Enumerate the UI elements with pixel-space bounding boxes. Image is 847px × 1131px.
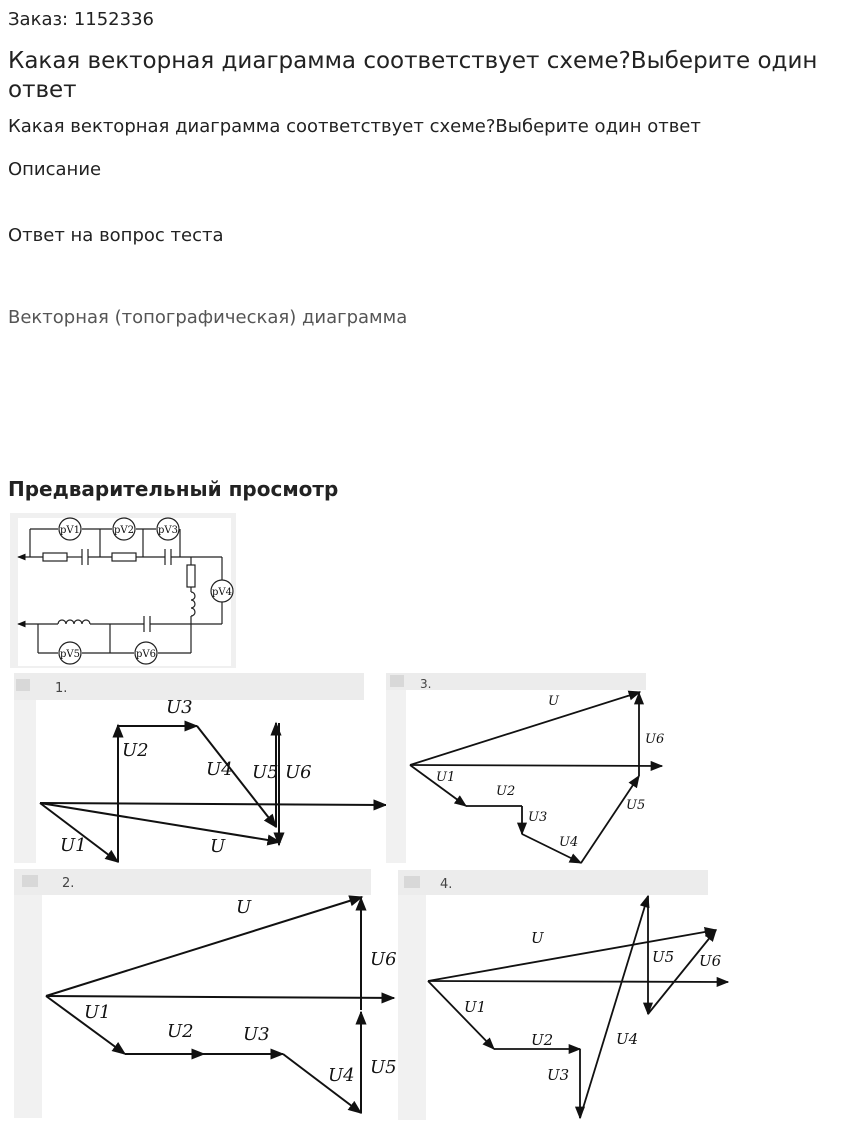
option-3-diagram: 3. U U6 U1 U2 U3 U4 U5 [386, 673, 664, 864]
option-1-diagram: 1. U3 U2 U4 U5 U6 U1 U [14, 673, 388, 863]
question-text: Какая векторная диаграмма соответствует … [8, 116, 701, 137]
meter-pv5-label: pV5 [60, 649, 80, 660]
option-4-label-u6: U6 [699, 952, 722, 970]
option-3-label-u1: U1 [436, 770, 455, 785]
option-2-label-u6: U6 [370, 949, 397, 970]
option-3-label-u3: U3 [528, 810, 547, 825]
preview-heading: Предварительный просмотр [8, 477, 339, 501]
option-4-label-u1: U1 [464, 998, 486, 1016]
option-1-label-u6: U6 [285, 762, 312, 783]
order-number: Заказ: 1152336 [8, 9, 154, 30]
option-2-label-u5: U5 [370, 1057, 397, 1078]
circuit-scheme: pV1 pV2 pV3 pV4 pV5 pV6 [10, 513, 236, 668]
option-1-label-u1: U1 [60, 835, 87, 856]
option-3-label-u2: U2 [496, 784, 515, 799]
meter-pv6-label: pV6 [136, 649, 156, 660]
option-2-label-u4: U4 [328, 1065, 355, 1086]
option-4-label-u5: U5 [652, 948, 674, 966]
option-1-label-u2: U2 [122, 740, 149, 761]
option-3-label-u6: U6 [645, 732, 664, 747]
description-label: Описание [8, 159, 102, 180]
option-2-label-u3: U3 [243, 1024, 270, 1045]
option-1-label-u5: U5 [252, 762, 279, 783]
meter-pv3-label: pV3 [158, 525, 178, 536]
option-1-label-u3: U3 [166, 697, 193, 718]
option-3-label-u: U [548, 694, 560, 709]
option-3-label-u4: U4 [559, 835, 578, 850]
meter-pv2-label: pV2 [114, 525, 134, 536]
option-3-number: 3. [420, 677, 431, 691]
option-4-number: 4. [440, 877, 452, 892]
option-4-diagram: 4. U U5 U6 U1 U2 U3 U4 [398, 870, 730, 1120]
meter-pv1-label: pV1 [60, 525, 80, 536]
option-2-label-u1: U1 [84, 1002, 111, 1023]
answer-label: Ответ на вопрос теста [8, 225, 224, 246]
option-2-number: 2. [62, 876, 74, 891]
option-3-label-u5: U5 [626, 798, 645, 813]
option-2-diagram: 2. U U6 U1 U2 U3 U4 U5 [14, 869, 397, 1118]
option-1-label-u: U [210, 836, 226, 857]
meter-pv4-label: pV4 [212, 587, 232, 598]
option-4-label-u: U [531, 929, 545, 947]
option-2-label-u2: U2 [167, 1021, 194, 1042]
option-1-number: 1. [55, 681, 67, 696]
option-4-label-u3: U3 [547, 1066, 569, 1084]
option-4-label-u4: U4 [616, 1030, 638, 1048]
option-1-label-u4: U4 [206, 759, 233, 780]
answer-value: Векторная (топографическая) диаграмма [8, 307, 408, 328]
page-title: Какая векторная диаграмма соответствует … [8, 48, 818, 103]
option-2-label-u: U [236, 897, 252, 918]
option-4-label-u2: U2 [531, 1031, 553, 1049]
